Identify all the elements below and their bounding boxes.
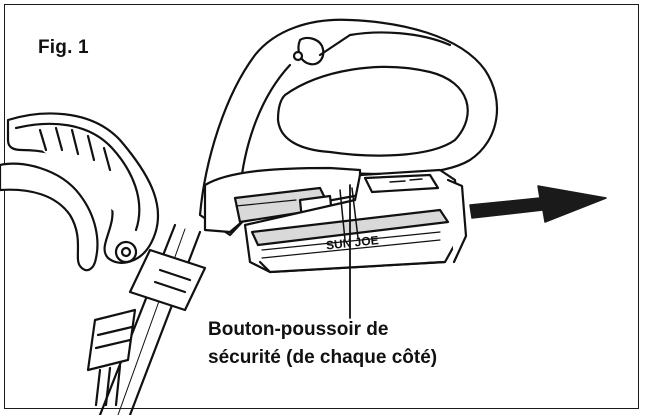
assist-handle (0, 112, 160, 272)
callout-text: Bouton-poussoir de sécurité (de chaque c… (208, 316, 437, 372)
shaft-grip (86, 308, 137, 407)
callout-line-2: sécurité (de chaque côté) (208, 347, 438, 368)
figure-label: Fig. 1 (38, 37, 89, 58)
battery-pack (243, 168, 468, 274)
shaft (98, 223, 207, 415)
callout-line-1: Bouton-poussoir de (208, 319, 389, 340)
battery-brand-text: SUN JOE (325, 233, 379, 252)
battery-dock (203, 166, 362, 234)
main-handle (198, 18, 499, 237)
removal-arrow-icon (469, 185, 607, 223)
